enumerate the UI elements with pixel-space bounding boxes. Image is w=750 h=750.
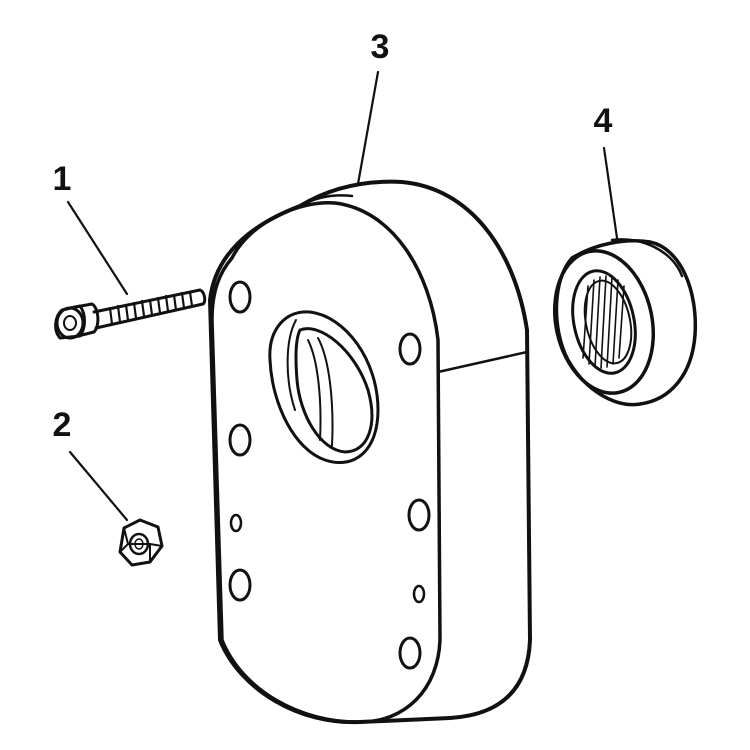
leader-line-2 (68, 450, 129, 522)
hex-nut-icon (118, 518, 164, 567)
callout-2: 2 (53, 406, 72, 444)
screw-icon (54, 288, 207, 340)
callout-3: 3 (371, 28, 390, 66)
needle-bearing-icon (552, 238, 698, 407)
callout-1: 1 (53, 160, 72, 198)
leader-line-4 (602, 146, 619, 240)
leader-line-1 (66, 200, 129, 296)
leader-line-3 (356, 70, 380, 186)
housing-icon (208, 179, 532, 725)
callout-4: 4 (594, 102, 613, 140)
